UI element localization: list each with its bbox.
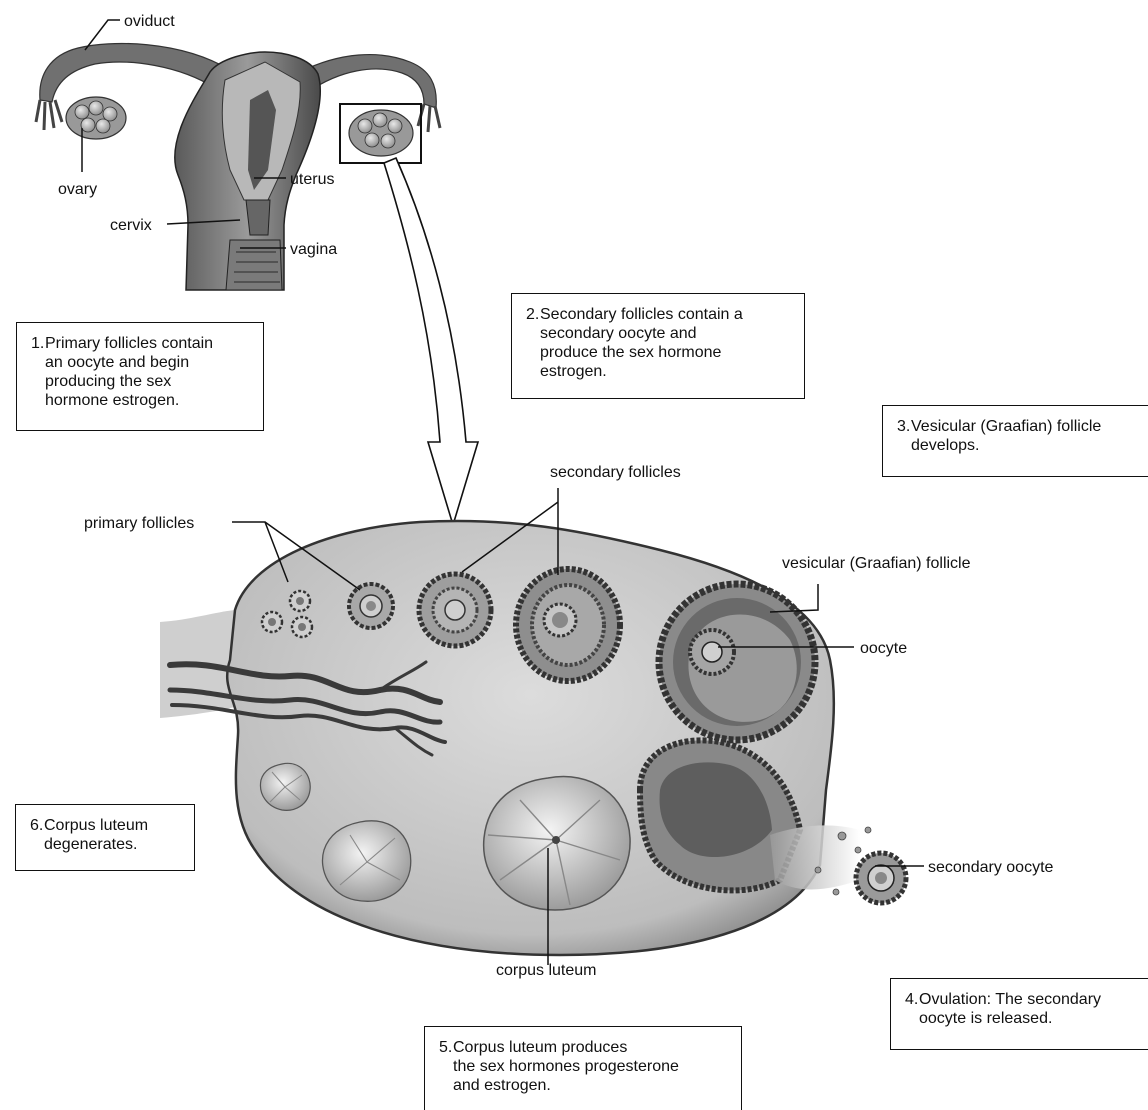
label-secondary-follicles: secondary follicles [550, 464, 681, 481]
step-4-box: 4. Ovulation: The secondary oocyte is re… [890, 978, 1148, 1050]
cervical-canal [246, 200, 270, 235]
step-5-box: 5. Corpus luteum produces the sex hormon… [424, 1026, 742, 1110]
label-vagina: vagina [290, 241, 337, 258]
label-oocyte: oocyte [860, 640, 907, 657]
growing-follicle-3 [516, 569, 620, 681]
step-1-box: 1. Primary follicles contain an oocyte a… [16, 322, 264, 431]
left-fimbriae [36, 100, 62, 130]
ovary-cross-section [160, 521, 906, 955]
step-2-text: Secondary follicles contain a secondary … [540, 305, 790, 381]
label-primary-follicles: primary follicles [84, 515, 194, 532]
released-oocyte [856, 853, 906, 903]
label-corpus-luteum: corpus luteum [496, 962, 597, 979]
step-5-number: 5. [439, 1038, 453, 1057]
step-3-number: 3. [897, 417, 911, 436]
label-vesicular-follicle: vesicular (Graafian) follicle [782, 555, 971, 572]
corpus-albicans-2 [260, 763, 310, 810]
step-6-number: 6. [30, 816, 44, 835]
corpus-albicans-1 [322, 821, 410, 901]
step-6-box: 6. Corpus luteum degenerates. [15, 804, 195, 871]
step-3-box: 3. Vesicular (Graafian) follicle develop… [882, 405, 1148, 477]
vesicular-follicle-shape [659, 584, 815, 740]
label-secondary-oocyte: secondary oocyte [928, 859, 1054, 876]
label-ovary: ovary [58, 181, 97, 198]
right-ovary-small [349, 110, 413, 156]
step-4-number: 4. [905, 990, 919, 1009]
step-1-text: Primary follicles contain an oocyte and … [45, 334, 249, 410]
uterus-illustration [36, 43, 440, 290]
label-uterus: uterus [290, 171, 334, 188]
step-4-text: Ovulation: The secondary oocyte is relea… [919, 990, 1134, 1028]
label-cervix: cervix [110, 217, 152, 234]
zoom-arrow [384, 158, 478, 525]
step-2-number: 2. [526, 305, 540, 324]
corpus-luteum-shape [484, 777, 630, 910]
label-oviduct: oviduct [124, 13, 175, 30]
step-6-text: Corpus luteum degenerates. [44, 816, 180, 854]
step-2-box: 2. Secondary follicles contain a seconda… [511, 293, 805, 399]
step-3-text: Vesicular (Graafian) follicle develops. [911, 417, 1134, 455]
growing-follicle-1 [349, 584, 393, 628]
ovulation-spray [770, 825, 860, 889]
growing-follicle-2 [419, 574, 491, 646]
left-ovary-small [66, 97, 126, 139]
step-5-text: Corpus luteum produces the sex hormones … [453, 1038, 727, 1095]
step-1-number: 1. [31, 334, 45, 353]
